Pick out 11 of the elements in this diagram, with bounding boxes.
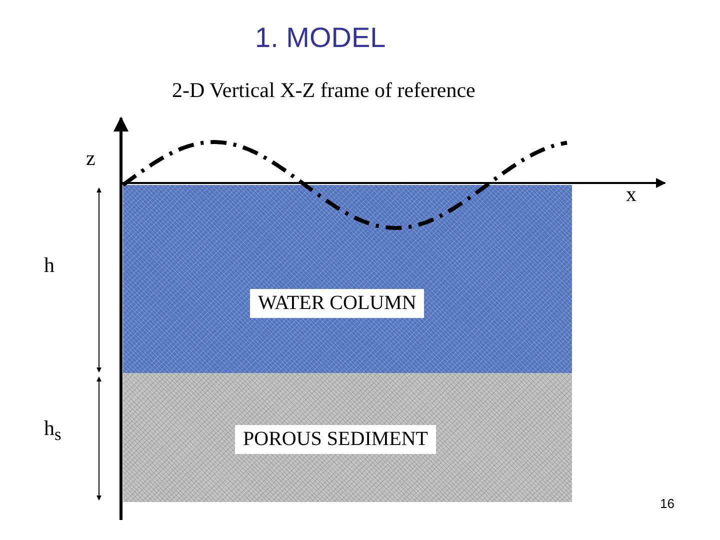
layer-label: WATER COLUMN (250, 289, 424, 318)
axis-label: x (626, 182, 636, 207)
subtitle: 2-D Vertical X-Z frame of reference (172, 78, 476, 103)
dimension-label: h (44, 253, 54, 278)
page-number: 16 (660, 496, 674, 511)
title: 1. MODEL (255, 22, 386, 54)
dimension-label: h$_{s}$ (44, 416, 62, 446)
water-layer (123, 185, 572, 373)
layer-label: POROUS SEDIMENT (235, 425, 436, 454)
axis-label: z (86, 146, 96, 171)
sediment-layer (123, 373, 572, 502)
